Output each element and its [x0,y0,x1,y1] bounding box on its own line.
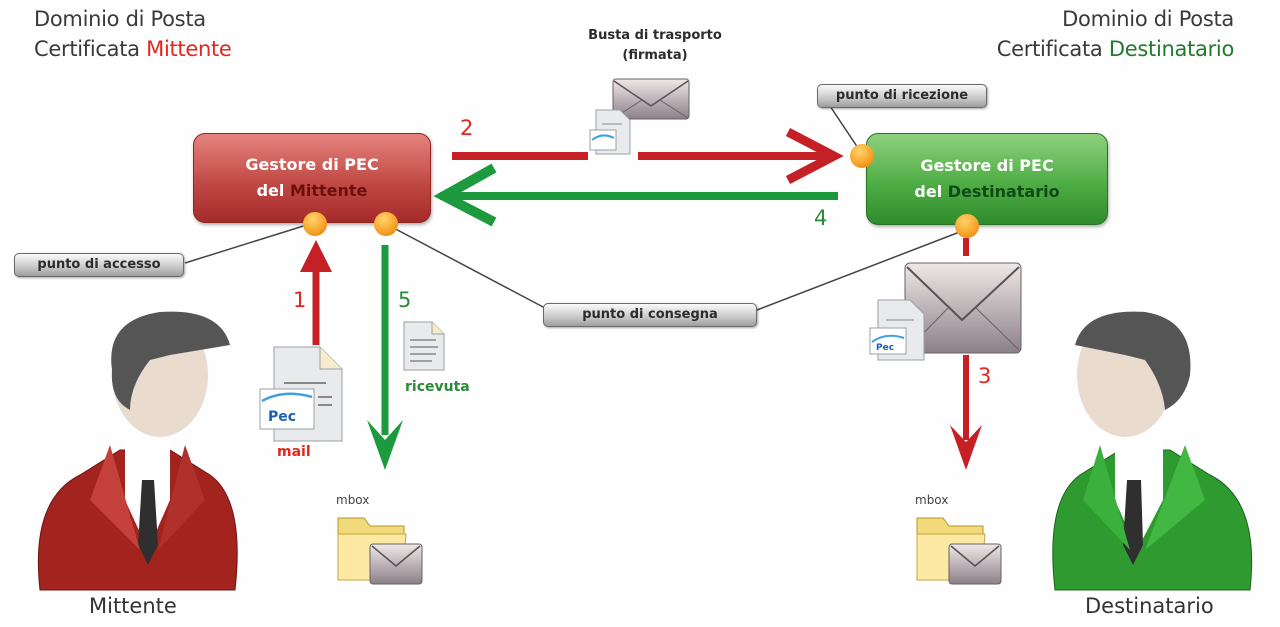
sender-domain-title: Dominio di Posta Certificata Mittente [34,4,232,64]
recipient-mbox-icon [916,517,1002,585]
step-3-arrowhead [950,425,982,470]
recipient-provider-box: Gestore di PEC del Destinatario [866,133,1108,225]
step-2-arrowhead [785,128,844,184]
sender-domain-line2-prefix: Certificata [34,37,140,61]
delivery-point-dot-recipient [955,214,979,238]
step-1-number: 1 [293,288,307,312]
pec-mail-document-icon: Pec [259,346,343,442]
recipient-provider-line2-prefix: del [914,182,943,201]
sender-provider-line1: Gestore di PEC [245,155,379,174]
delivered-envelope-icon [904,262,1022,354]
transport-envelope-line2: (firmata) [622,48,688,63]
access-callout-line [184,222,314,264]
receipt-caption: ricevuta [405,379,470,395]
sender-provider-line2-prefix: del [256,181,285,200]
transport-envelope-label: Busta di trasporto (firmata) [555,26,755,66]
delivery-callout-line-right [756,227,971,311]
recipient-person-label: Destinatario [1085,594,1214,618]
step-5-number: 5 [398,288,412,312]
step-5-arrowhead [367,420,403,470]
sender-mbox-icon [337,517,423,585]
delivery-point-label: punto di consegna [543,303,757,327]
pec-mail-badge-text: Pec [268,409,296,425]
recipient-domain-line1: Dominio di Posta [1062,7,1234,31]
access-point-dot [303,212,327,236]
recipient-mbox-label: mbox [915,493,949,507]
step-3-number: 3 [978,364,992,388]
step-4-number: 4 [814,206,828,230]
reception-point-label: punto di ricezione [817,84,987,108]
recipient-person-icon [1052,311,1253,591]
step-1-arrowhead [300,240,332,272]
delivery-point-dot-sender [374,212,398,236]
delivery-callout-line-left [387,224,546,309]
sender-domain-line1: Dominio di Posta [34,7,206,31]
recipient-domain-line2-prefix: Certificata [996,37,1103,61]
sender-mbox-label: mbox [336,493,370,507]
recipient-domain-highlight: Destinatario [1108,37,1234,61]
step-4-arrowhead [433,163,497,227]
sender-person-icon [37,311,238,591]
recipient-provider-line1: Gestore di PEC [920,156,1054,175]
sender-person-label: Mittente [89,594,177,618]
pec-badge-text: Pec [876,343,894,353]
sender-provider-highlight: Mittente [289,181,368,200]
transport-envelope-icon [612,78,690,120]
reception-callout-line [825,99,859,149]
sender-domain-highlight: Mittente [146,37,232,61]
pec-document-icon-transport [589,109,631,155]
transport-envelope-line1: Busta di trasporto [588,28,722,43]
sender-provider-box: Gestore di PEC del Mittente [193,133,431,223]
access-point-label: punto di accesso [14,253,184,277]
reception-point-dot [850,144,874,168]
recipient-domain-title: Dominio di Posta Certificata Destinatari… [996,4,1235,64]
receipt-document-icon [403,321,445,371]
pec-document-icon-delivered: Pec [869,299,925,361]
mail-caption: mail [277,444,311,460]
step-2-number: 2 [460,116,474,140]
recipient-provider-highlight: Destinatario [947,182,1060,201]
